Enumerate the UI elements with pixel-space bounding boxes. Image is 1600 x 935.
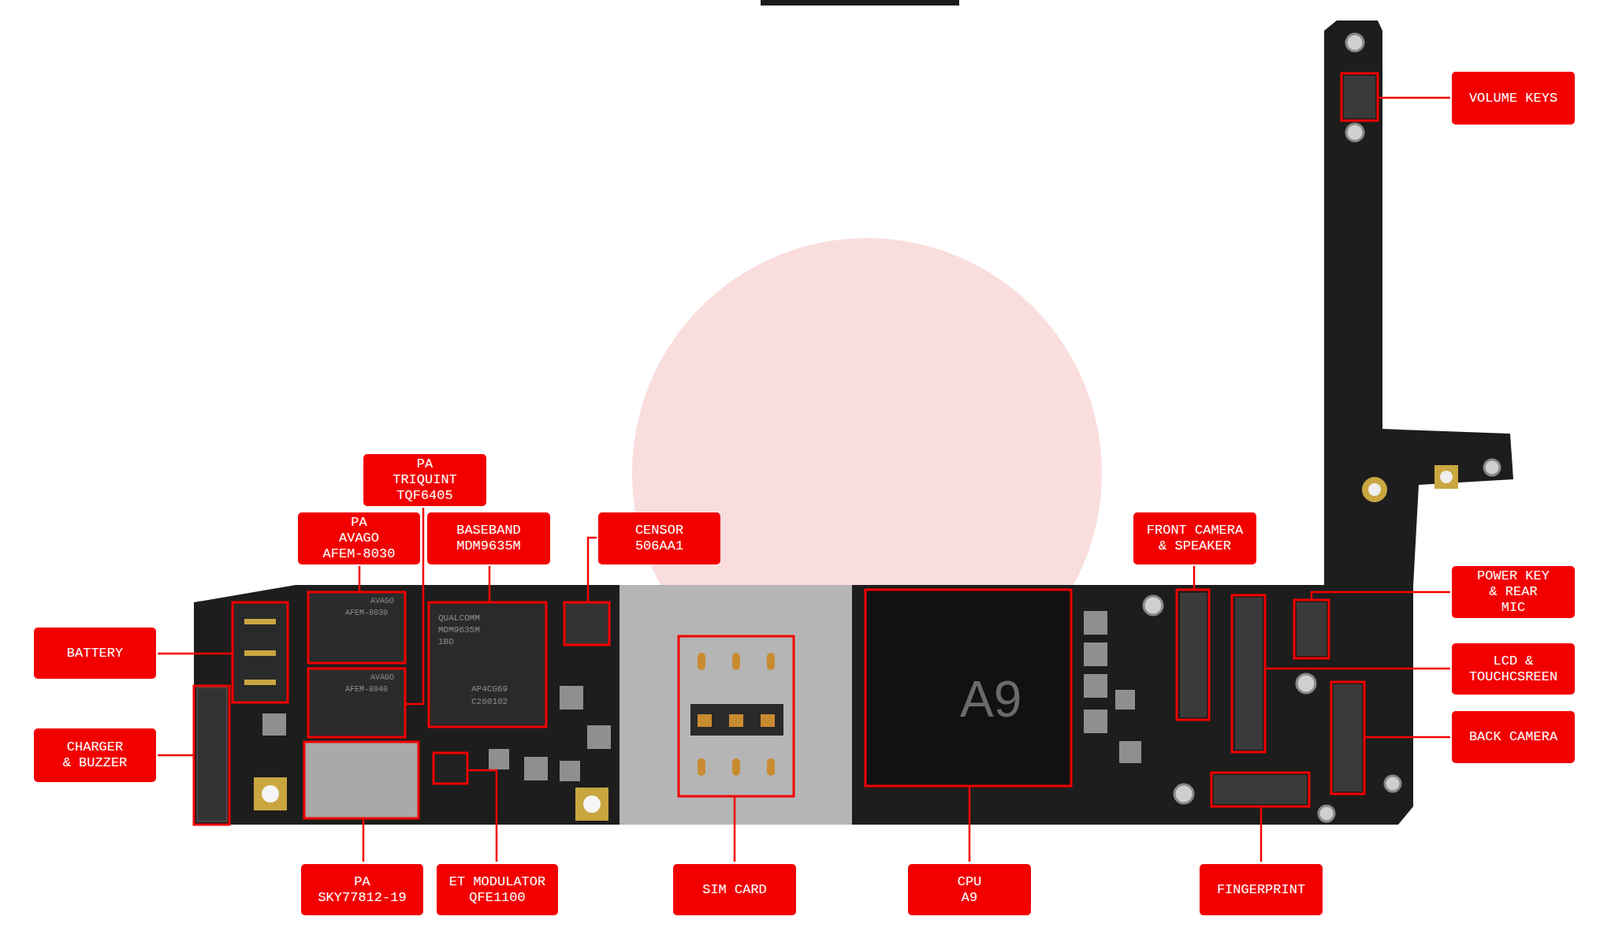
callout-box: BASEBAND MDM9635M bbox=[427, 512, 551, 565]
callout-text-wrap: VOLUME KEYS bbox=[1469, 90, 1558, 107]
gold-pads bbox=[253, 465, 1459, 821]
callout-text-wrap: PA AVAGO AFEM-8030 bbox=[321, 514, 398, 562]
battery-pins bbox=[244, 618, 276, 685]
callout-label: CPU A9 bbox=[953, 874, 986, 906]
chip-marking: AVAGO bbox=[370, 673, 395, 683]
fingerprint-connector bbox=[1213, 774, 1307, 804]
cpu-chip bbox=[865, 589, 1072, 786]
leader-lines bbox=[157, 97, 1451, 862]
callout-box: PA SKY77812-19 bbox=[301, 863, 424, 916]
callout-label: LCD & TOUCHCSREEN bbox=[1468, 653, 1560, 685]
et-chip bbox=[433, 752, 468, 784]
callout-text-wrap: CPU A9 bbox=[953, 874, 986, 906]
chip-marking: C260102 bbox=[471, 696, 508, 707]
callout-label: ET MODULATOR QFE1100 bbox=[448, 874, 547, 906]
callout-label: PA AVAGO AFEM-8030 bbox=[321, 514, 398, 562]
callout-text-wrap: SIM CARD bbox=[702, 881, 767, 898]
callout-text-wrap: POWER KEY & REAR MIC bbox=[1473, 568, 1553, 616]
callout-box: BACK CAMERA bbox=[1451, 710, 1575, 763]
callout-box: ET MODULATOR QFE1100 bbox=[436, 863, 559, 916]
callout-box: CPU A9 bbox=[907, 863, 1031, 916]
callout-label: CHARGER & BUZZER bbox=[61, 739, 129, 771]
callout-text-wrap: BASEBAND MDM9635M bbox=[453, 522, 525, 555]
front-camera-connector bbox=[1179, 592, 1207, 718]
back-camera-connector bbox=[1333, 684, 1362, 792]
mount-holes bbox=[1143, 33, 1500, 822]
callout-box: PA TRIQUINT TQF6405 bbox=[363, 453, 487, 507]
sim-slot bbox=[690, 703, 784, 736]
power-key-connector bbox=[1296, 602, 1327, 656]
callout-label: VOLUME KEYS bbox=[1469, 90, 1558, 107]
callout-label: SIM CARD bbox=[702, 881, 767, 898]
top-bar bbox=[760, 0, 960, 6]
chip-marking: QUALCOMM bbox=[438, 613, 480, 624]
callout-text-wrap: FRONT CAMERA & SPEAKER bbox=[1143, 522, 1247, 555]
callout-label: PA SKY77812-19 bbox=[316, 874, 408, 906]
callout-text-wrap: CENSOR 506AA1 bbox=[632, 522, 688, 555]
callout-box: PA AVAGO AFEM-8030 bbox=[297, 512, 421, 565]
charger-connector bbox=[197, 687, 227, 822]
callout-box: FINGERPRINT bbox=[1199, 863, 1323, 916]
callout-label: CENSOR 506AA1 bbox=[632, 522, 688, 555]
callout-text-wrap: PA SKY77812-19 bbox=[316, 874, 408, 906]
callout-box: CENSOR 506AA1 bbox=[598, 512, 721, 565]
chip-marking: AFEM-8040 bbox=[345, 684, 388, 695]
chip-marking: AVAGO bbox=[370, 596, 395, 607]
callout-box: POWER KEY & REAR MIC bbox=[1451, 565, 1575, 618]
part-outlines bbox=[193, 73, 1378, 825]
avago-chip bbox=[308, 668, 406, 737]
callout-box: VOLUME KEYS bbox=[1451, 71, 1575, 125]
callout-text-wrap: BACK CAMERA bbox=[1469, 729, 1558, 745]
chip-marking: AFEM-8030 bbox=[345, 608, 388, 618]
callout-text-wrap: FINGERPRINT bbox=[1216, 881, 1306, 898]
avago-chip bbox=[308, 591, 406, 663]
lcd-connector bbox=[1235, 597, 1263, 750]
callout-text-wrap: LCD & TOUCHCSREEN bbox=[1468, 653, 1560, 685]
sky-chip bbox=[304, 741, 419, 819]
callout-label: FRONT CAMERA & SPEAKER bbox=[1143, 522, 1247, 555]
callout-box: SIM CARD bbox=[673, 863, 797, 916]
callout-label: BATTERY bbox=[66, 645, 123, 662]
callout-label: POWER KEY & REAR MIC bbox=[1473, 568, 1553, 616]
callout-box: LCD & TOUCHCSREEN bbox=[1451, 643, 1575, 695]
callout-label: FINGERPRINT bbox=[1216, 881, 1306, 898]
callout-label: BACK CAMERA bbox=[1469, 729, 1558, 745]
callout-text-wrap: ET MODULATOR QFE1100 bbox=[448, 874, 547, 906]
chip-logo-text: A9 bbox=[960, 669, 1022, 729]
chip-marking: MDM9635M bbox=[438, 625, 480, 636]
callout-box: CHARGER & BUZZER bbox=[33, 728, 157, 782]
sim-tray bbox=[619, 584, 853, 825]
volume-connector bbox=[1343, 75, 1376, 119]
chip-marking: 1BD bbox=[438, 636, 454, 648]
sensor-chip bbox=[564, 602, 610, 645]
baseband-chip bbox=[428, 602, 547, 727]
callout-text-wrap: PA TRIQUINT TQF6405 bbox=[389, 456, 461, 504]
callout-text-wrap: BATTERY bbox=[66, 645, 123, 662]
battery-connector bbox=[232, 602, 288, 703]
sim-contacts bbox=[697, 652, 775, 776]
callout-box: FRONT CAMERA & SPEAKER bbox=[1133, 512, 1257, 565]
callout-label: PA TRIQUINT TQF6405 bbox=[389, 456, 461, 504]
chip-marking: AP4CG69 bbox=[471, 684, 508, 695]
callout-text-wrap: CHARGER & BUZZER bbox=[61, 739, 129, 771]
callout-box: BATTERY bbox=[33, 627, 157, 679]
callout-label: BASEBAND MDM9635M bbox=[453, 522, 525, 555]
logic-board bbox=[193, 20, 1514, 825]
